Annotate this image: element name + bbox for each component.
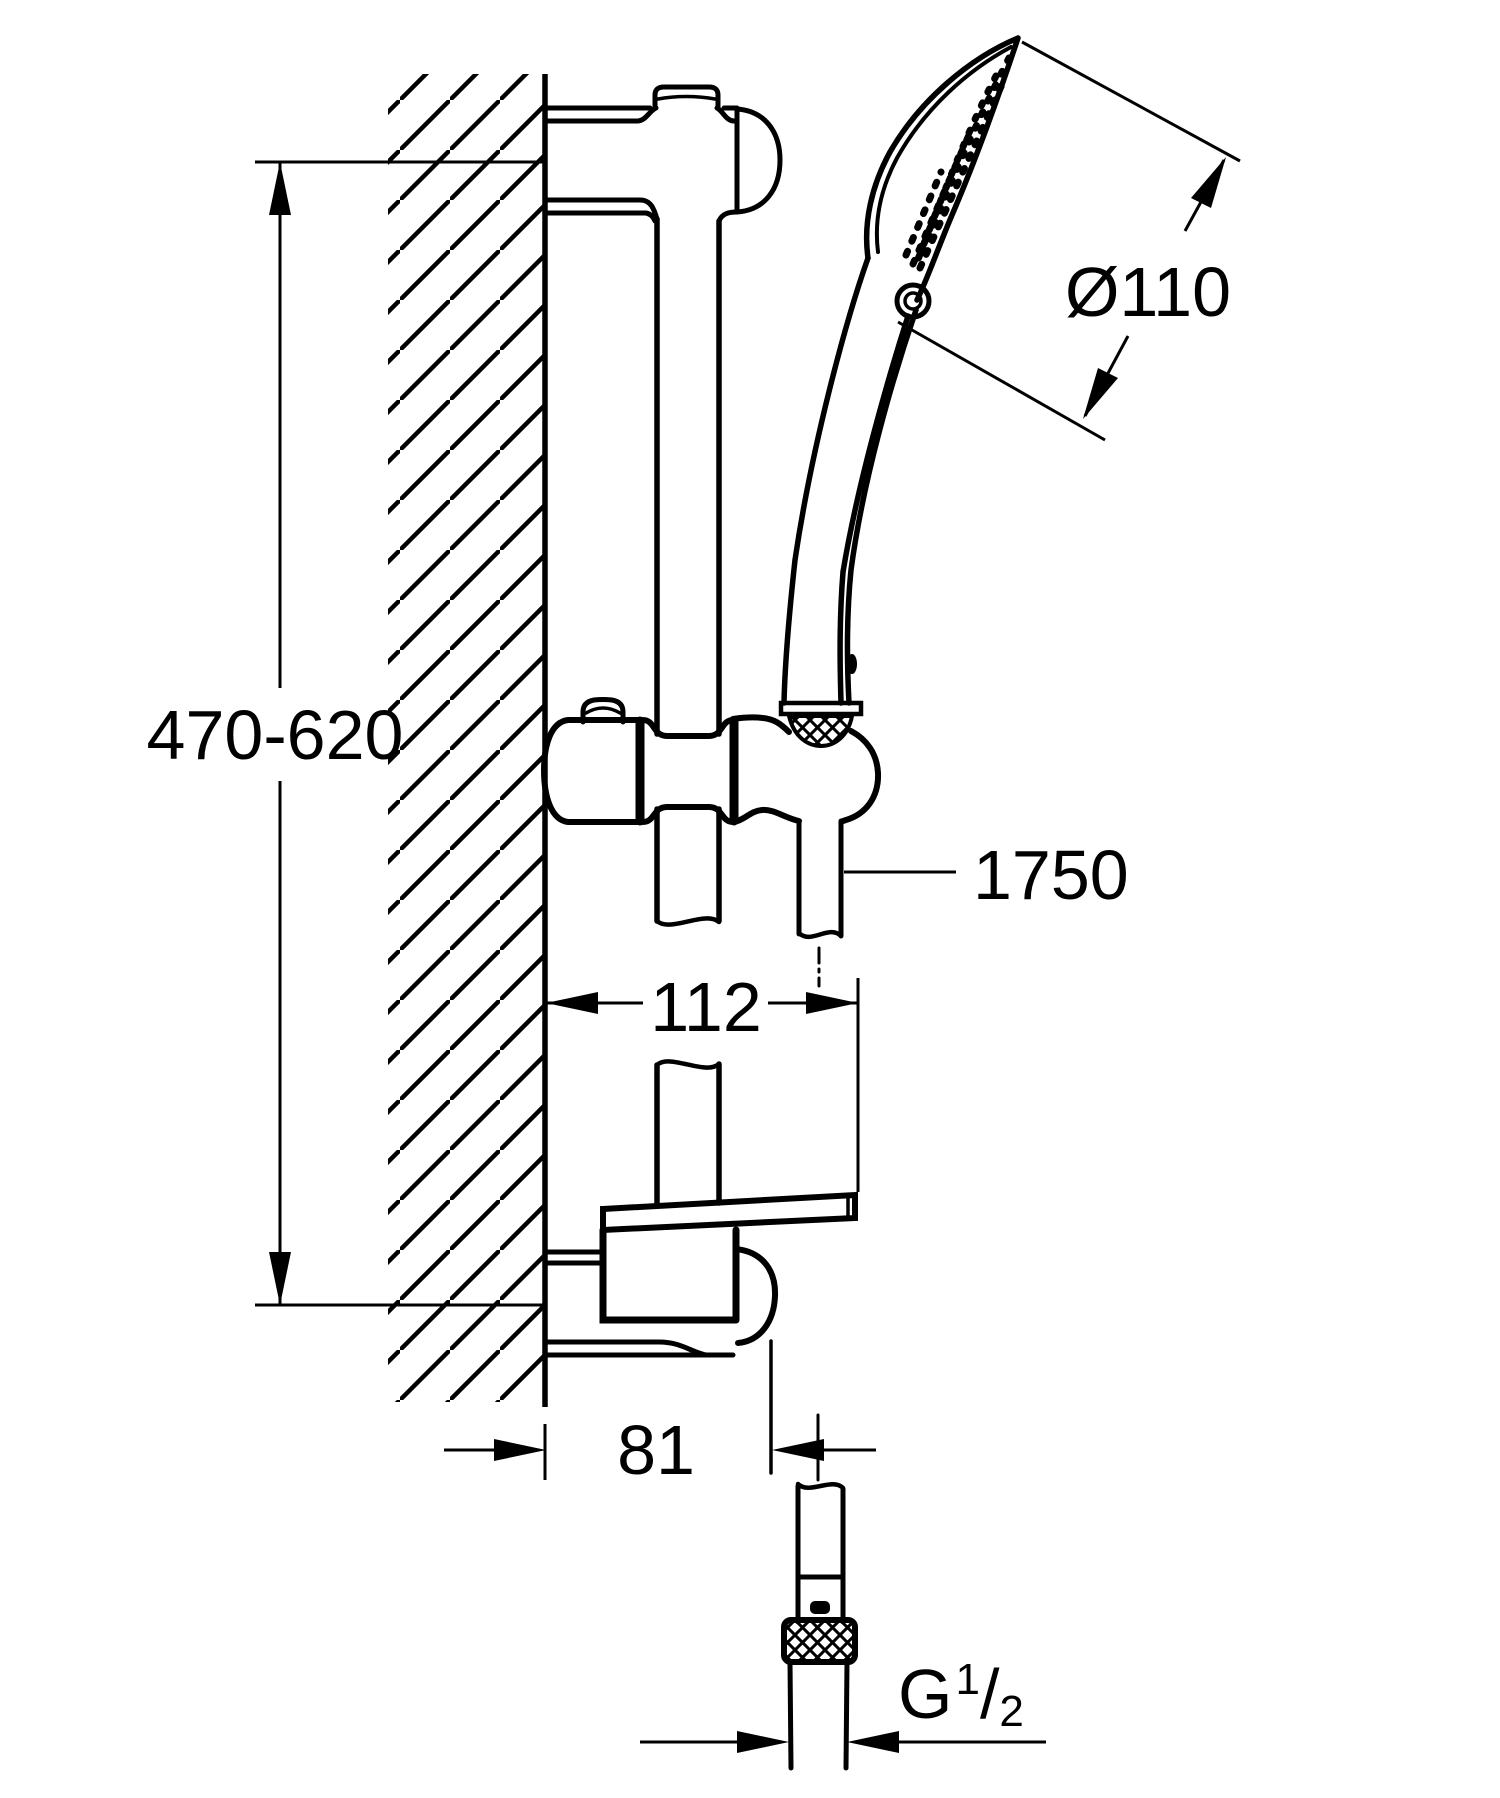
holder-knurled-ring: [786, 714, 855, 749]
hose-thread-connector: [787, 1659, 850, 1771]
dim-height-lines: [255, 160, 545, 1307]
dim-81-arrow-left: [494, 1439, 546, 1461]
top-bracket-end-cap: [734, 106, 783, 215]
hose-end-tube: [795, 1483, 846, 1625]
dim-thread-arrow-left: [737, 1731, 789, 1753]
shower-hose: [781, 818, 858, 1771]
soap-dish-tray: [600, 1191, 858, 1234]
dim-81-lines: [444, 1424, 876, 1480]
shower-head-outline: [863, 35, 1021, 303]
dim-dia-extension-lines: [897, 40, 1241, 442]
dim-upper-depth-label: 112: [650, 968, 762, 1046]
shower-rail: [654, 216, 722, 1209]
rail-break-line-upper: [654, 916, 722, 927]
slider-divider-rings: [635, 716, 739, 826]
dim-upper-depth: [546, 978, 860, 1192]
dim-dia-arrow-upper: [1191, 157, 1226, 208]
hose-end-break-line: [795, 1481, 846, 1491]
handle-outline: [781, 255, 919, 706]
hose-break-line: [796, 929, 844, 940]
dim-thread-arrow-right: [847, 1731, 899, 1753]
dim-head-diameter: [897, 40, 1241, 442]
hose-knurled-nut: [781, 1617, 858, 1665]
thread-prefix: G: [898, 1655, 953, 1733]
top-bracket-screw-cap-line: [656, 94, 717, 101]
bottom-bracket-arm: [542, 1249, 736, 1358]
handle-mode-button: [847, 654, 857, 674]
dim-height-arrow-up: [269, 162, 291, 215]
spray-face-nozzle-spokes: [902, 78, 1007, 272]
thread-numerator: 1: [955, 1655, 980, 1704]
dim-dia-arrow-lower: [1083, 368, 1118, 419]
dim-81-arrow-right: [772, 1439, 824, 1461]
dim-thread: [640, 1731, 1046, 1753]
dim-height-range: [255, 160, 545, 1307]
slider-bracket: [540, 697, 882, 826]
thread-slash: /: [979, 1655, 1000, 1733]
slider-lock-knob: [580, 697, 626, 725]
spray-face-nozzle-arcs: [913, 54, 1013, 266]
rail-break-line-lower: [654, 1059, 722, 1070]
bottom-bracket-end-cap: [733, 1246, 779, 1346]
rail-upper-segment: [654, 216, 722, 737]
dim-hose-length-label: 1750: [973, 836, 1129, 914]
dim-112-arrow-left: [546, 992, 598, 1014]
dim-height-arrow-down: [269, 1252, 291, 1305]
wall: [388, 74, 548, 1407]
bottom-bracket-body: [599, 1226, 740, 1324]
hose-upper-segment: [796, 818, 844, 939]
soap-dish-bracket: [542, 1191, 858, 1475]
dim-lower-depth-label: 81: [617, 1411, 695, 1489]
top-bracket-screw-cap: [652, 84, 721, 111]
slider-barrel: [540, 717, 736, 825]
shower-head-rim-line: [874, 45, 1013, 254]
spray-face-center-ring-inner: [903, 291, 923, 311]
dim-head-diameter-label: Ø110: [1064, 253, 1232, 331]
top-bracket: [542, 84, 783, 224]
dim-height-range-label: 470-620: [146, 696, 404, 774]
slider-lock-knob-line: [584, 706, 622, 715]
hand-shower: [778, 35, 1021, 717]
top-bracket-arm: [542, 105, 740, 224]
hose-end-notch: [810, 1601, 830, 1614]
wall-hatching: [388, 74, 545, 1402]
thread-denominator: 2: [999, 1687, 1024, 1736]
dim-lower-depth: [444, 1424, 876, 1480]
handle-end-cap: [778, 700, 864, 717]
handshower-holder-body: [730, 714, 882, 825]
rail-lower-segment: [654, 1061, 722, 1209]
rail-middle-segment: [654, 806, 722, 924]
dim-112-arrow-right: [806, 992, 858, 1014]
dim-thread-label: G1/2: [898, 1658, 1024, 1734]
